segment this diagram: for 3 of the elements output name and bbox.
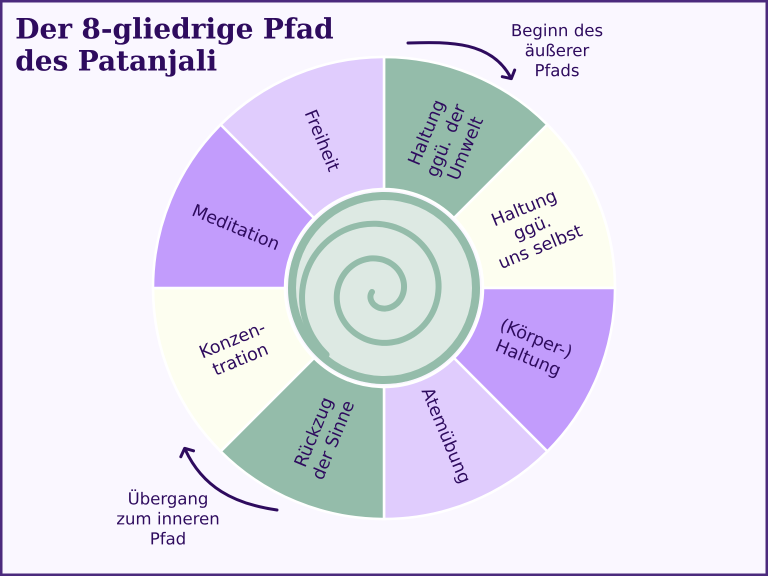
curved-arrow xyxy=(179,446,278,512)
annotation: Übergang zum inneren Pfad xyxy=(117,489,218,545)
curved-arrow xyxy=(406,41,516,80)
